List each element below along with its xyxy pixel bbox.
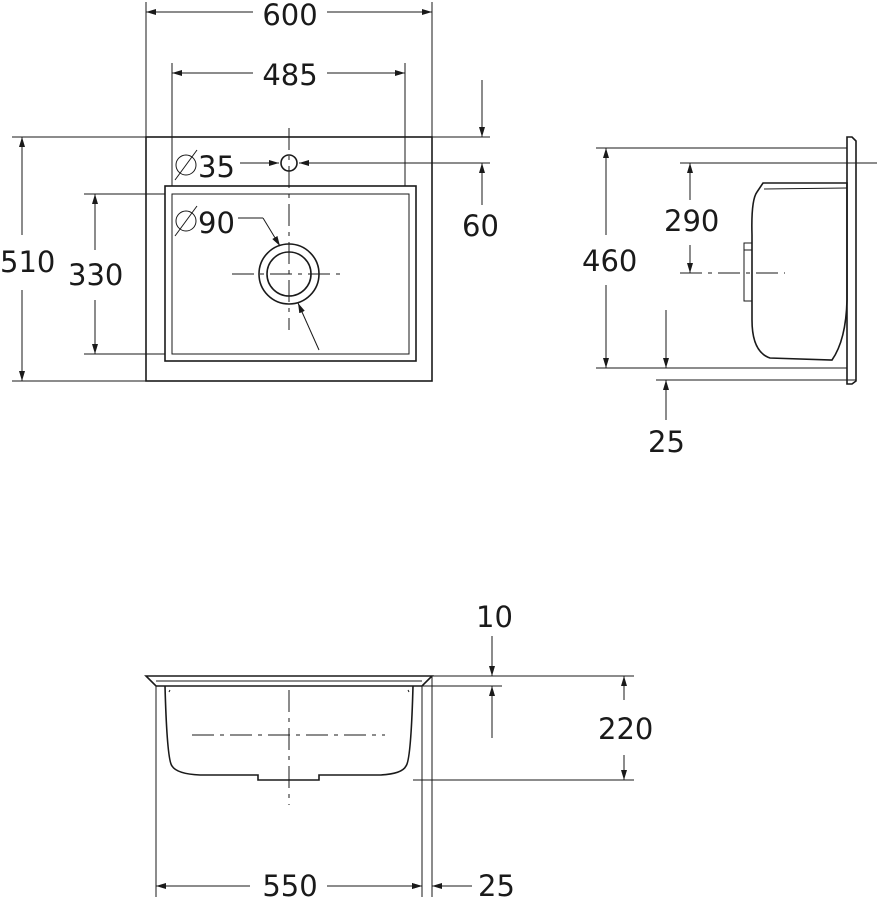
- label-485: 485: [262, 58, 317, 92]
- label-510: 510: [0, 245, 55, 279]
- label-550: 550: [262, 869, 317, 900]
- bowl-outer-edge: [164, 185, 417, 362]
- label-600: 600: [262, 0, 317, 32]
- drain-leader-arrow-2: [297, 302, 320, 351]
- side-bowl-rim-line: [763, 187, 848, 190]
- label-330: 330: [68, 258, 123, 292]
- label-220: 220: [598, 712, 653, 746]
- front-bowl-detail: [168, 689, 410, 693]
- side-bowl-profile: [751, 182, 848, 361]
- bowl-inner-edge: [171, 193, 410, 355]
- label-60: 60: [462, 209, 499, 243]
- diameter-35-symbol: [174, 149, 198, 181]
- label-side-25: 25: [648, 425, 685, 459]
- label-35: 35: [198, 150, 235, 184]
- label-460: 460: [582, 244, 637, 278]
- label-front-25: 25: [478, 869, 515, 900]
- side-drain-stub: [743, 242, 753, 302]
- label-10: 10: [476, 600, 513, 634]
- side-flange: [846, 136, 857, 385]
- diameter-90-symbol: [174, 205, 198, 237]
- side-view: 460 290 25: [582, 136, 877, 459]
- label-290: 290: [664, 204, 719, 238]
- label-90: 90: [198, 206, 235, 240]
- top-view: 600 485 510 330 60 35 90: [0, 0, 499, 382]
- drain-leader-arrow: [262, 217, 281, 247]
- front-view: 10 220 550 25: [144, 600, 653, 900]
